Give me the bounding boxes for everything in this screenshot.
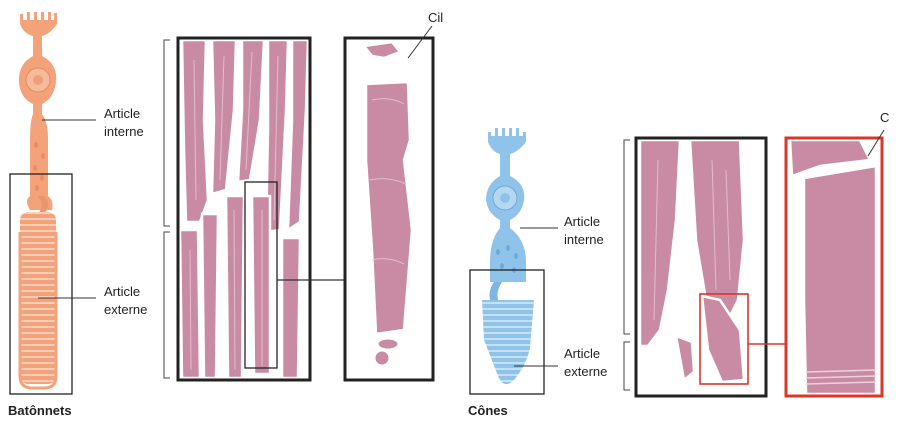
cone-cell-illustration (470, 128, 544, 394)
cone-outer-label-line2: externe (564, 364, 607, 379)
rod-synaptic-terminal (20, 12, 57, 48)
rod-inner-label-line2: interne (104, 124, 144, 139)
rod-caption: Batônnets (8, 403, 72, 418)
cone-zoom-micrograph (790, 140, 876, 394)
cone-synaptic-terminal (488, 128, 526, 170)
cone-micrograph (640, 140, 744, 382)
cone-inner-label-line1: Article (564, 214, 600, 229)
rod-micrograph (178, 38, 310, 380)
rod-inner-label-line1: Article (104, 106, 140, 121)
cone-outer-label-line1: Article (564, 346, 600, 361)
cone-cilium-label: C (880, 110, 889, 125)
rod-cilium-label: Cil (428, 10, 443, 25)
rod-zoom-micrograph (364, 42, 412, 365)
rod-outer-label-line1: Article (104, 284, 140, 299)
rod-cell-illustration (10, 12, 72, 394)
cone-cell-body (486, 168, 526, 282)
cone-inner-label-line2: interne (564, 232, 604, 247)
cone-caption: Cônes (468, 403, 508, 418)
cone-outer-segment (482, 300, 534, 384)
rod-outer-label-line2: externe (104, 302, 147, 317)
